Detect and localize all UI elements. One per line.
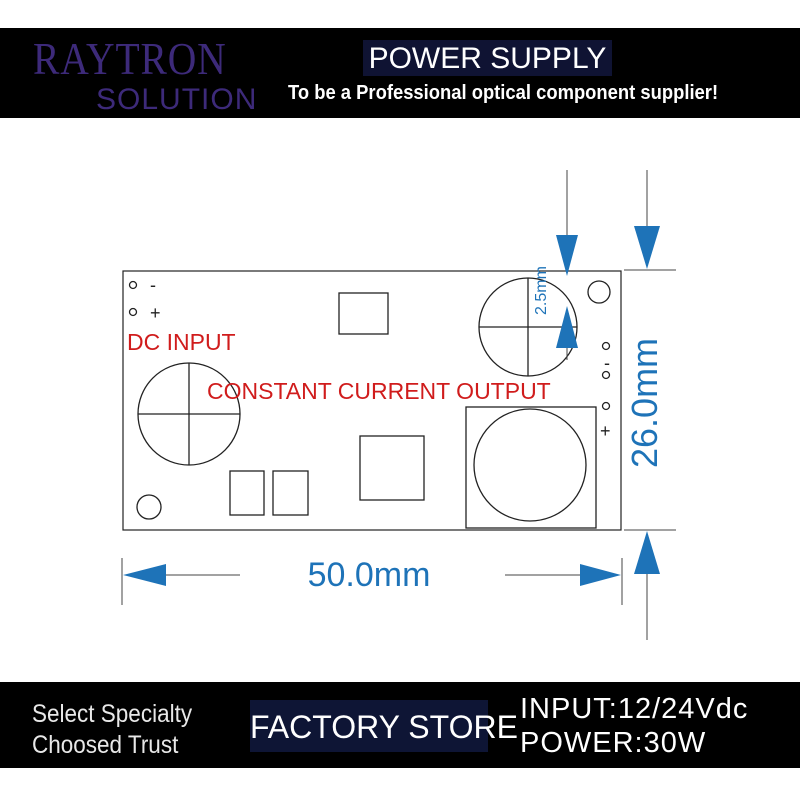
left-capacitor — [137, 362, 241, 466]
output-plus-sign: + — [600, 421, 611, 441]
constant-current-output-label: CONSTANT CURRENT OUTPUT — [207, 378, 551, 404]
inductor-body — [465, 406, 597, 529]
height-dimension-value: 26.0mm — [624, 338, 665, 468]
right-capacitor — [478, 277, 578, 377]
hole-offset-dimension: 2.5mm — [533, 170, 578, 360]
inductor-coil — [473, 408, 587, 522]
resistor-right — [272, 470, 309, 516]
output-pad-2 — [601, 370, 611, 380]
height-arrow-down — [634, 226, 660, 269]
input-plus-sign: + — [150, 303, 161, 323]
brand-subtitle: SOLUTION — [96, 83, 258, 116]
mounting-hole-bottom-left — [136, 494, 162, 520]
hole-offset-arrow-up — [556, 306, 578, 348]
small-ic — [338, 292, 389, 335]
pcb-outline — [122, 270, 622, 531]
factory-store-label: FACTORY STORE — [250, 700, 518, 752]
output-pad-1 — [601, 341, 611, 351]
hole-offset-value: 2.5mm — [533, 266, 550, 315]
width-dimension-value: 50.0mm — [308, 556, 431, 594]
width-arrow-right — [580, 564, 621, 586]
power-spec: POWER:30W — [520, 727, 707, 759]
main-ic — [359, 435, 425, 501]
brand-name: RAYTRON — [33, 33, 227, 84]
output-minus-sign: - — [604, 353, 610, 373]
input-minus-sign: - — [150, 275, 156, 295]
height-dimension: 26.0mm — [624, 170, 676, 640]
output-pad-3 — [601, 401, 611, 411]
height-arrow-up — [634, 531, 660, 574]
input-minus-pad — [128, 280, 138, 290]
tagline-line1: Select Specialty — [32, 700, 193, 728]
tagline-line2: Choosed Trust — [32, 731, 179, 759]
product-category-title: POWER SUPPLY — [363, 40, 612, 76]
mounting-hole-top-right — [587, 280, 611, 304]
hole-offset-arrow-down — [556, 235, 578, 276]
width-dimension: 50.0mm — [121, 556, 623, 605]
width-arrow-left — [123, 564, 166, 586]
input-spec: INPUT:12/24Vdc — [520, 693, 749, 725]
slogan: To be a Professional optical component s… — [288, 82, 719, 104]
dc-input-label: DC INPUT — [127, 329, 236, 355]
resistor-left — [229, 470, 265, 516]
input-plus-pad — [128, 307, 138, 317]
